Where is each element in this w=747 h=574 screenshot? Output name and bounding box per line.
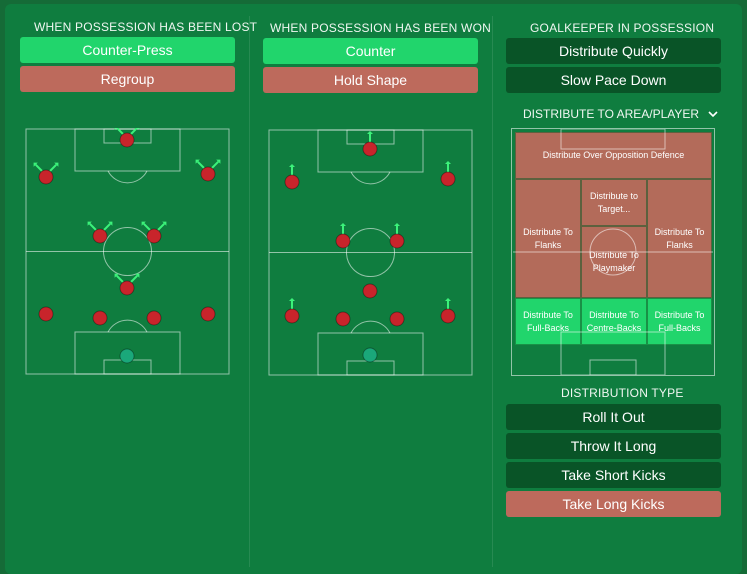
player-marker[interactable] (362, 131, 378, 157)
player-marker[interactable] (92, 310, 108, 326)
movement-arrow-icon (141, 221, 151, 231)
player-marker[interactable] (440, 161, 456, 187)
player-marker[interactable] (146, 310, 162, 326)
zone-over-opposition-defence[interactable]: Distribute Over Opposition Defence (515, 132, 712, 179)
movement-arrow-icon (289, 298, 295, 310)
zone-target-man[interactable]: Distribute to Target... (581, 179, 647, 226)
movement-arrow-icon (130, 273, 140, 283)
movement-arrow-icon (289, 164, 295, 176)
take-long-kicks-button[interactable]: Take Long Kicks (506, 491, 721, 517)
distribution-pitch: Distribute Over Opposition Defence Distr… (511, 128, 715, 376)
column-divider (492, 16, 493, 567)
player-marker[interactable] (389, 223, 405, 249)
counter-button[interactable]: Counter (263, 38, 478, 64)
player-marker[interactable] (87, 221, 113, 244)
player-marker[interactable] (362, 283, 378, 299)
distribute-area-label: DISTRIBUTE TO AREA/PLAYER (523, 107, 700, 121)
throw-it-long-button[interactable]: Throw It Long (506, 433, 721, 459)
take-short-kicks-button[interactable]: Take Short Kicks (506, 462, 721, 488)
movement-arrow-icon (445, 298, 451, 310)
player-marker[interactable] (284, 298, 300, 324)
player-marker[interactable] (335, 311, 351, 327)
zone-flanks-left[interactable]: Distribute To Flanks (515, 179, 581, 298)
movement-arrow-icon (367, 131, 373, 143)
regroup-button[interactable]: Regroup (20, 66, 235, 92)
movement-arrow-icon (394, 223, 400, 235)
roll-it-out-button[interactable]: Roll It Out (506, 404, 721, 430)
lost-title: WHEN POSSESSION HAS BEEN LOST (34, 20, 258, 34)
counter-press-button[interactable]: Counter-Press (20, 37, 235, 63)
movement-arrow-icon (103, 221, 113, 231)
movement-arrow-icon (49, 162, 59, 172)
zone-full-backs-right[interactable]: Distribute To Full-Backs (647, 298, 712, 345)
player-marker[interactable] (141, 221, 167, 244)
movement-arrow-icon (445, 161, 451, 173)
player-marker[interactable] (195, 159, 221, 182)
zone-centre-backs[interactable]: Distribute To Centre-Backs (581, 298, 647, 345)
chevron-down-icon (708, 107, 718, 121)
won-title: WHEN POSSESSION HAS BEEN WON (270, 21, 491, 35)
movement-arrow-icon (340, 223, 346, 235)
distribute-area-dropdown[interactable]: DISTRIBUTE TO AREA/PLAYER (523, 107, 718, 121)
slow-pace-down-button[interactable]: Slow Pace Down (506, 67, 721, 93)
movement-arrow-icon (33, 162, 43, 172)
player-marker[interactable] (440, 298, 456, 324)
goalkeeper-marker[interactable] (362, 347, 378, 363)
player-marker[interactable] (114, 273, 140, 296)
movement-arrow-icon (195, 159, 205, 169)
won-formation-pitch (268, 129, 473, 376)
column-divider (249, 16, 250, 567)
movement-arrow-icon (211, 159, 221, 169)
movement-arrow-icon (157, 221, 167, 231)
movement-arrow-icon (87, 221, 97, 231)
movement-arrow-icon (114, 273, 124, 283)
hold-shape-button[interactable]: Hold Shape (263, 67, 478, 93)
zone-full-backs-left[interactable]: Distribute To Full-Backs (515, 298, 581, 345)
zone-flanks-right[interactable]: Distribute To Flanks (647, 179, 712, 298)
player-marker[interactable] (114, 128, 140, 148)
player-marker[interactable] (389, 311, 405, 327)
player-marker[interactable] (200, 306, 216, 322)
distribute-quickly-button[interactable]: Distribute Quickly (506, 38, 721, 64)
player-marker[interactable] (33, 162, 59, 185)
player-marker[interactable] (38, 306, 54, 322)
distribution-type-title: DISTRIBUTION TYPE (561, 386, 684, 400)
player-marker[interactable] (335, 223, 351, 249)
goalkeeper-marker[interactable] (119, 348, 135, 364)
zone-playmaker[interactable]: Distribute To Playmaker (581, 226, 647, 298)
lost-formation-pitch (25, 128, 230, 375)
player-marker[interactable] (284, 164, 300, 190)
goalkeeper-title: GOALKEEPER IN POSSESSION (530, 21, 715, 35)
